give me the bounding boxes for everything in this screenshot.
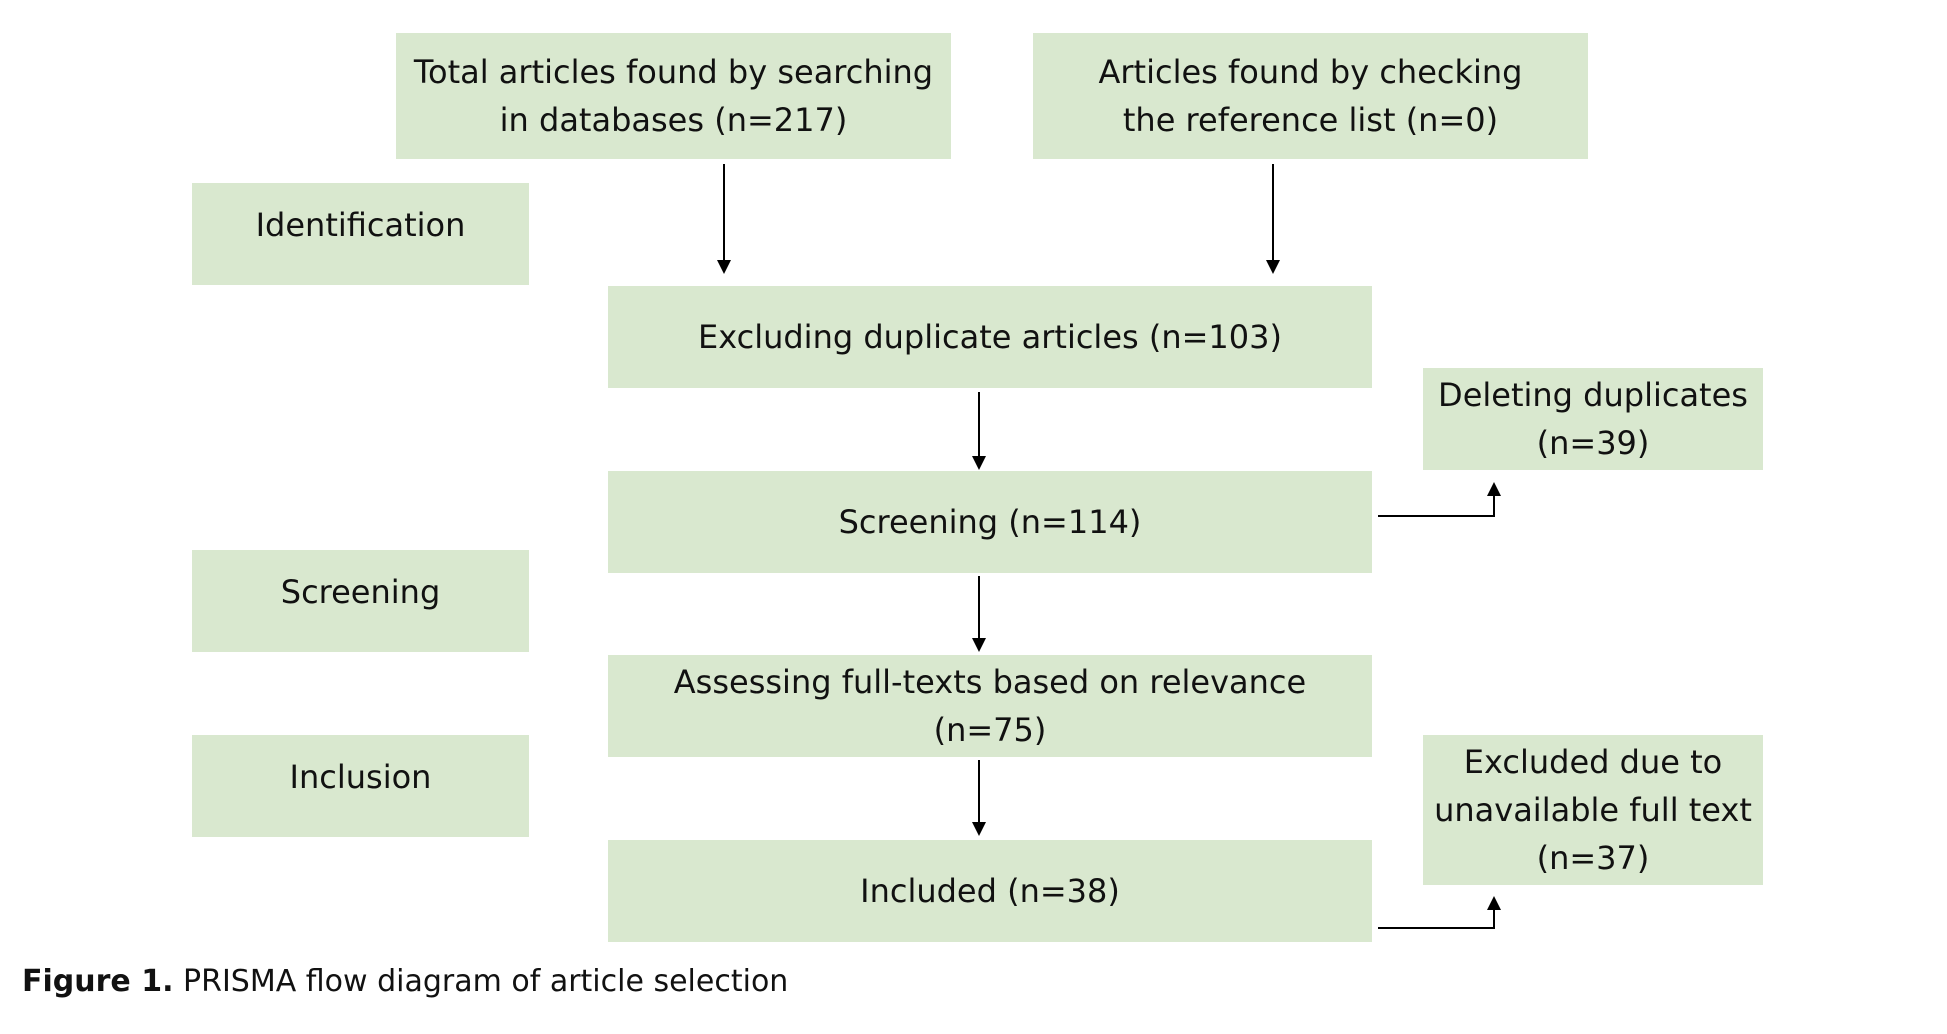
stage-inclusion-label: Inclusion xyxy=(289,758,432,796)
figure-caption: Figure 1. PRISMA flow diagram of article… xyxy=(22,962,788,1002)
box-excluded-unavailable-line-2: unavailable full text xyxy=(1434,791,1752,829)
box-databases-line-1: Total articles found by searching xyxy=(413,53,934,91)
arrow-included-to-excluded xyxy=(1378,896,1501,929)
box-excluded-unavailable: Excluded due to unavailable full text (n… xyxy=(1423,735,1763,885)
figure-caption-text: PRISMA flow diagram of article selection xyxy=(173,964,789,999)
box-deleting-duplicates-line-2: (n=39) xyxy=(1536,424,1650,462)
box-deleting-duplicates: Deleting duplicates (n=39) xyxy=(1423,368,1763,470)
box-screening: Screening (n=114) xyxy=(608,471,1372,573)
box-assessing-line-1: Assessing full-texts based on relevance xyxy=(673,663,1307,701)
arrow-screening-to-deleting xyxy=(1378,482,1501,517)
box-databases-line-2: in databases (n=217) xyxy=(499,101,848,139)
box-references-line-2: the reference list (n=0) xyxy=(1122,101,1499,139)
box-excluded-unavailable-line-3: (n=37) xyxy=(1536,839,1650,877)
box-references: Articles found by checking the reference… xyxy=(1033,33,1588,159)
figure-caption-label: Figure 1. xyxy=(22,964,174,999)
box-references-line-1: Articles found by checking xyxy=(1098,53,1523,91)
box-assessing-line-2: (n=75) xyxy=(933,711,1047,749)
box-deleting-duplicates-line-1: Deleting duplicates xyxy=(1438,376,1748,414)
stage-screening-label: Screening xyxy=(280,573,441,611)
box-included: Included (n=38) xyxy=(608,840,1372,942)
box-included-line-1: Included (n=38) xyxy=(860,872,1120,910)
box-databases: Total articles found by searching in dat… xyxy=(396,33,951,159)
box-screening-line-1: Screening (n=114) xyxy=(838,503,1142,541)
stage-identification: Identification xyxy=(192,183,529,285)
stage-screening: Screening xyxy=(192,550,529,652)
box-excluded-unavailable-line-1: Excluded due to xyxy=(1463,743,1723,781)
stage-identification-label: Identification xyxy=(255,206,466,244)
box-excluding-duplicates-line-1: Excluding duplicate articles (n=103) xyxy=(698,318,1282,356)
box-assessing: Assessing full-texts based on relevance … xyxy=(608,655,1372,757)
stage-inclusion: Inclusion xyxy=(192,735,529,837)
box-excluding-duplicates: Excluding duplicate articles (n=103) xyxy=(608,286,1372,388)
